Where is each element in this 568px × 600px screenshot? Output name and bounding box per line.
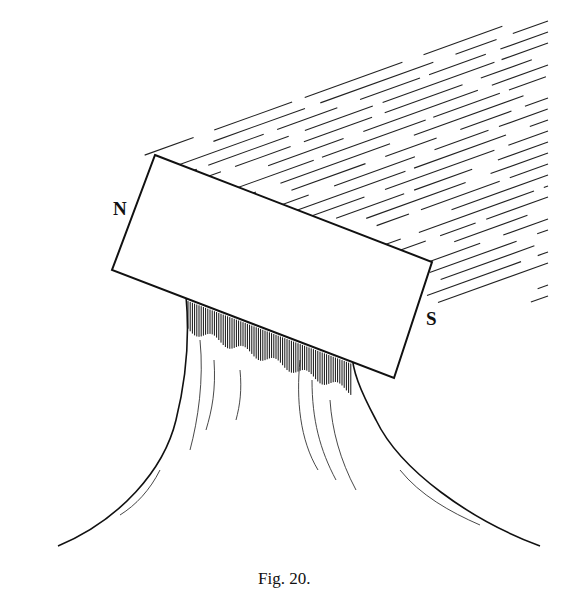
figure-caption: Fig. 20. (258, 570, 310, 587)
pole-label: S (426, 309, 437, 328)
bar-magnet (112, 155, 432, 378)
pole-label: N (113, 199, 127, 218)
